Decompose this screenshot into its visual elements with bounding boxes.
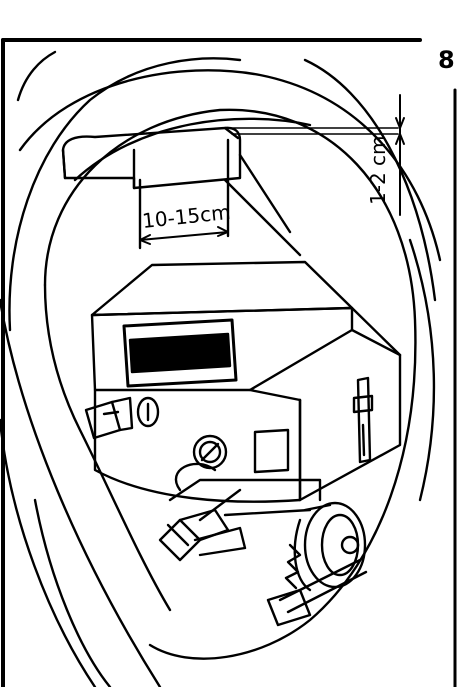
side-latch <box>352 376 374 464</box>
lifter-rib <box>61 126 399 257</box>
drum-opening <box>43 108 417 660</box>
brand-badge <box>122 318 238 388</box>
page-border <box>1 38 457 687</box>
spring-bracket <box>266 543 368 627</box>
drum-rings <box>0 50 442 687</box>
height-dimension <box>395 94 405 216</box>
width-dimension <box>138 138 230 250</box>
brand-label: WIIIAAG <box>135 342 226 367</box>
height-label: 1-2 cm <box>366 135 390 205</box>
sensor-housing <box>90 260 402 503</box>
display-window <box>253 428 290 474</box>
figure-number: 8 <box>438 46 455 74</box>
power-switch <box>84 396 134 440</box>
bolt-fitting <box>158 508 247 562</box>
indicator-lamp <box>136 396 160 428</box>
mounting-arm <box>168 462 322 522</box>
